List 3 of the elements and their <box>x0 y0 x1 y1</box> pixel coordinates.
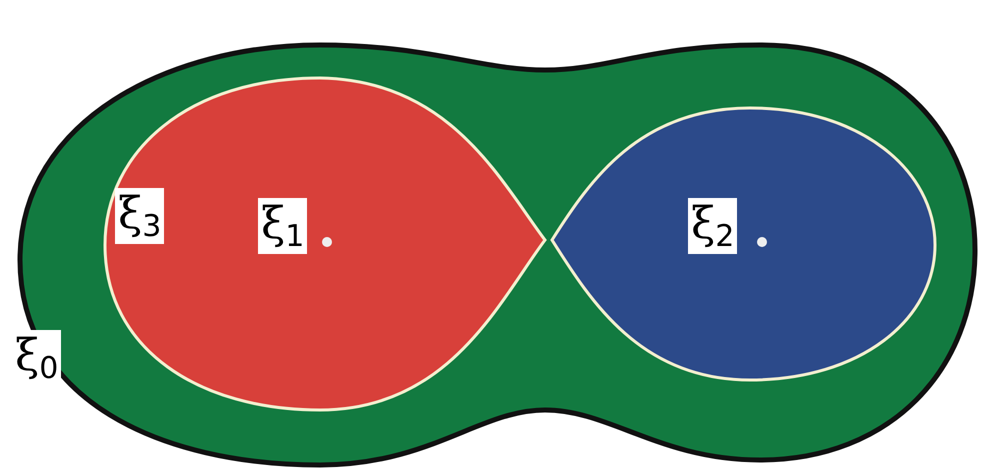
region-label: ξ$_{1}$ <box>258 198 308 254</box>
region-label: ξ$_{3}$ <box>115 188 164 244</box>
region-label: ξ$_{2}$ <box>688 198 738 254</box>
